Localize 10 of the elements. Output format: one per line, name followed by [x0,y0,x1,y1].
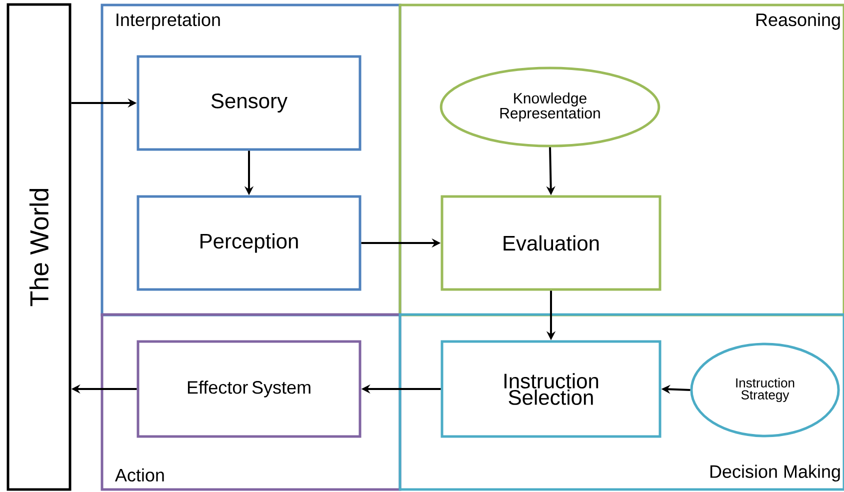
panel-heading: Decision Making [710,464,840,482]
process-box: Perception [136,195,362,291]
panel-heading: Action [115,468,164,482]
panel-heading: Interpretation [116,12,220,30]
process-box: Evaluation [440,195,662,291]
world-box: The World [6,3,72,491]
process-box: Sensory [136,55,362,151]
process-box: Instruction Selection [440,340,662,438]
panel-heading: Reasoning [756,12,840,30]
process-box: Effector System [136,340,362,438]
